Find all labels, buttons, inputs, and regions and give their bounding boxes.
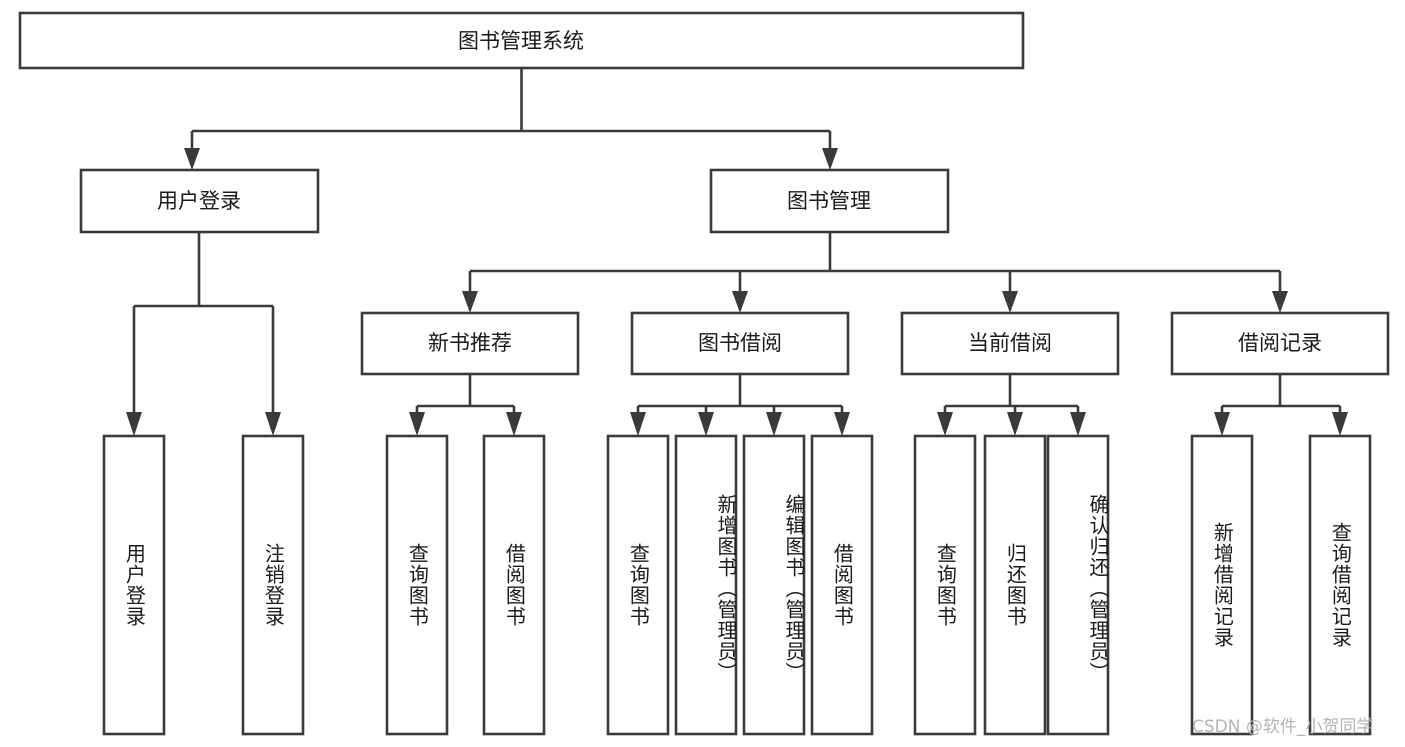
arrow-leaf-borrow-book-2 [834,412,850,436]
node-root-box[interactable] [18,11,1025,70]
node-new-book-recommend-label: 新书推荐 [428,331,512,355]
node-user-login[interactable]: 用户登录 [79,168,320,234]
arrow-current-borrow [1002,291,1018,313]
leaf-user-login-box[interactable] [102,434,166,736]
node-book-management-box[interactable] [709,168,950,234]
leaf-add-book-box[interactable] [674,434,738,736]
leaf-add-record-box[interactable] [1190,434,1254,736]
node-borrow-record-box[interactable] [1170,311,1390,376]
arrow-leaf-logout-login [265,412,281,436]
node-new-book-recommend[interactable]: 新书推荐 [360,311,580,376]
leaf-logout-login-box[interactable] [241,434,305,736]
node-current-borrow-label: 当前借阅 [968,331,1052,355]
node-book-borrow-box[interactable] [630,311,850,376]
node-book-borrow[interactable]: 图书借阅 [630,311,850,376]
arrow-leaf-confirm-return [1070,412,1086,436]
arrow-leaf-add-book [698,412,714,436]
arrow-user-login [184,148,200,170]
leaf-query-book-2-box[interactable] [606,434,670,736]
node-user-login-label: 用户登录 [157,189,241,213]
node-user-login-box[interactable] [79,168,320,234]
leaf-query-record-box[interactable] [1308,434,1372,736]
arrow-leaf-user-login [126,412,142,436]
node-book-borrow-label: 图书借阅 [698,331,782,355]
connector-layer [126,68,1348,436]
arrow-book-borrow [732,291,748,313]
node-root[interactable]: 图书管理系统 [18,11,1025,70]
leaf-query-book-3-box[interactable] [913,434,977,736]
arrow-leaf-query-record [1332,412,1348,436]
leaf-borrow-book-1-box[interactable] [482,434,546,736]
arrow-book-management [822,148,838,170]
node-book-management-label: 图书管理 [787,189,871,213]
arrow-leaf-query-book-3 [937,412,953,436]
node-root-label: 图书管理系统 [458,29,584,53]
node-current-borrow[interactable]: 当前借阅 [900,311,1120,376]
leaf-edit-book-box[interactable] [742,434,806,736]
leaf-query-book-1-box[interactable] [385,434,449,736]
leaf-confirm-return-box[interactable] [1046,434,1110,736]
node-new-book-recommend-box[interactable] [360,311,580,376]
node-borrow-record-label: 借阅记录 [1238,331,1322,355]
node-current-borrow-box[interactable] [900,311,1120,376]
node-book-management[interactable]: 图书管理 [709,168,950,234]
node-borrow-record[interactable]: 借阅记录 [1170,311,1390,376]
leaf-borrow-book-2-box[interactable] [810,434,874,736]
leaf-return-book-box[interactable] [983,434,1047,736]
arrow-leaf-add-record [1214,412,1230,436]
arrow-leaf-query-book-1 [409,412,425,436]
arrow-leaf-borrow-book-1 [506,412,522,436]
arrow-leaf-edit-book [766,412,782,436]
arrow-leaf-query-book-2 [630,412,646,436]
csdn-watermark: CSDN @软件_小贺同学 [1192,717,1374,737]
arrow-borrow-record [1272,291,1288,313]
leaf-box-layer [102,434,1372,736]
arrow-leaf-return-book [1007,412,1023,436]
arrow-new-book-recommend [462,291,478,313]
